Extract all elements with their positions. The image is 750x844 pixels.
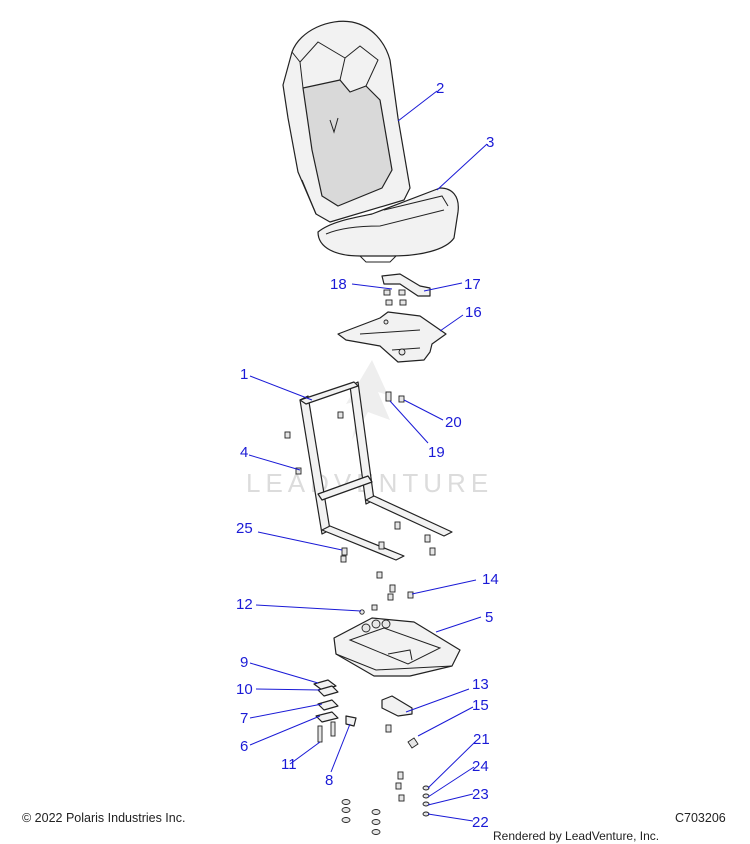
callout-21[interactable]: 21 [473,731,490,748]
callout-labels: 2 3 18 17 16 1 20 19 4 25 14 12 5 9 10 1… [236,80,499,831]
footer: © 2022 Polaris Industries Inc. C703206 R… [22,811,726,843]
seat-back-cover [302,79,393,207]
callout-25[interactable]: 25 [236,520,253,537]
lower-fasteners [341,771,430,835]
callout-16[interactable]: 16 [465,304,482,321]
callout-5[interactable]: 5 [485,609,493,626]
mounting-plate [337,311,447,363]
callout-15[interactable]: 15 [472,697,489,714]
callout-1[interactable]: 1 [240,366,248,383]
callout-2[interactable]: 2 [436,80,444,97]
callout-23[interactable]: 23 [472,786,489,803]
callout-24[interactable]: 24 [472,758,489,775]
callout-9[interactable]: 9 [240,654,248,671]
callout-7[interactable]: 7 [240,710,248,727]
callout-11[interactable]: 11 [281,756,297,773]
seat-assembly [282,20,459,263]
plate-stack [313,679,357,743]
callout-12[interactable]: 12 [236,596,253,613]
callout-3[interactable]: 3 [486,134,494,151]
stud-19 [385,391,392,402]
callout-10[interactable]: 10 [236,681,253,698]
bracket-13 [381,695,419,749]
callout-20[interactable]: 20 [445,414,462,431]
callout-14[interactable]: 14 [482,571,499,588]
diagram-code: C703206 [675,811,726,825]
seat-bottom-cushion [317,187,459,257]
slider-bracket [381,273,431,306]
callout-8[interactable]: 8 [325,772,333,789]
callout-4[interactable]: 4 [240,444,248,461]
base-box [333,617,461,677]
rendered-by-text: Rendered by LeadVenture, Inc. [493,829,659,843]
callout-17[interactable]: 17 [464,276,481,293]
seat-frame [284,381,453,563]
stud-20 [398,395,405,403]
callout-6[interactable]: 6 [240,738,248,755]
callout-13[interactable]: 13 [472,676,489,693]
copyright-text: © 2022 Polaris Industries Inc. [22,811,185,825]
callout-19[interactable]: 19 [428,444,445,461]
callout-22[interactable]: 22 [472,814,489,831]
leader-lines [248,90,488,822]
callout-18[interactable]: 18 [330,276,347,293]
center-hardware [359,571,414,615]
